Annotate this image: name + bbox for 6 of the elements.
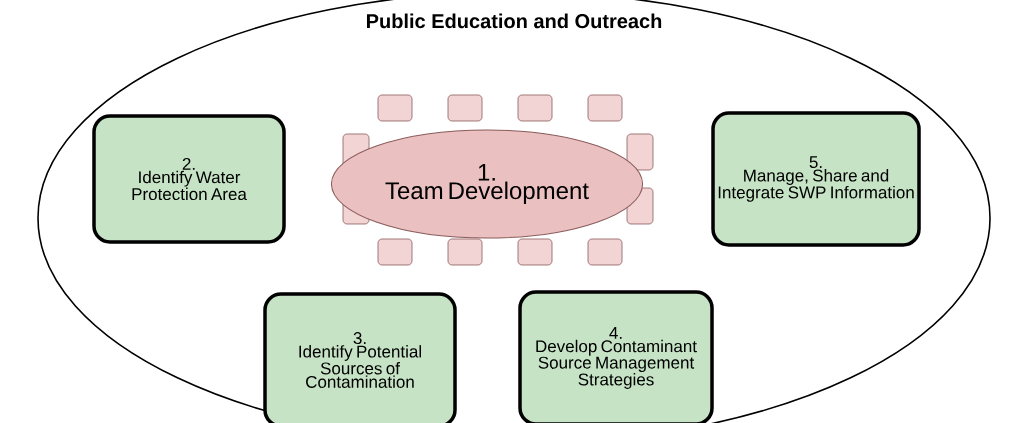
step-box: 2. Identify Water Protection Area bbox=[92, 114, 286, 244]
table-drawing: 1. Team Development bbox=[330, 129, 644, 239]
heading: Public Education and Outreach bbox=[367, 13, 662, 29]
step-box: 4. Develop Contaminant Source Management Strategies bbox=[518, 290, 714, 423]
step-box: 5. Manage, Share and Integrate SWP Information bbox=[711, 111, 921, 247]
step-box: 3. Identify Potential Sources of Contamination bbox=[263, 292, 457, 423]
